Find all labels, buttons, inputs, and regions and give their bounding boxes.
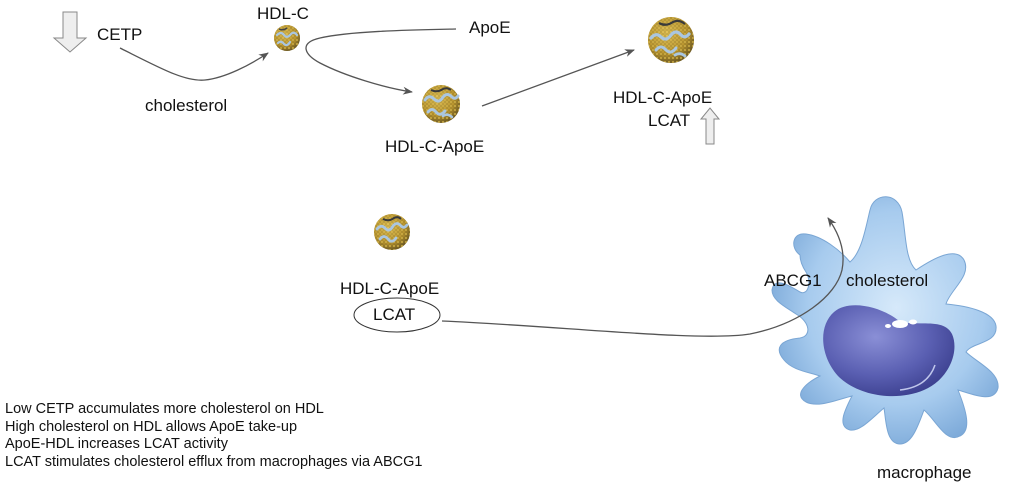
lcat-oval — [353, 297, 441, 333]
summary-notes: Low CETP accumulates more cholesterol on… — [5, 401, 422, 471]
cholesterol-transfer-arrow — [119, 47, 269, 81]
lcat-increase-arrow-icon — [699, 107, 721, 145]
lcat-oval-label: LCAT — [373, 305, 416, 324]
hdl-c-particle-icon — [274, 25, 300, 51]
macrophage-label: macrophage — [877, 463, 972, 482]
hdl-c-apoe-label-right: HDL-C-ApoE — [613, 88, 713, 107]
hdl-c-apoe-particle-lower-icon — [374, 214, 410, 250]
note-line: Low CETP accumulates more cholesterol on… — [5, 401, 324, 417]
apoe-label: ApoE — [469, 18, 511, 37]
nucleus-icon — [823, 305, 955, 397]
hdl-c-apoe-particle-right-icon — [648, 17, 694, 63]
hdl-c-label: HDL-C — [257, 4, 309, 23]
cetp-decrease-arrow-icon — [52, 11, 88, 53]
abcg1-label: ABCG1 — [764, 271, 822, 290]
note-line: High cholesterol on HDL allows ApoE take… — [5, 418, 298, 435]
note-line: ApoE-HDL increases LCAT activity — [5, 436, 228, 452]
hdl-c-apoe-particle-mid-icon — [422, 85, 460, 123]
cholesterol-cell-label: cholesterol — [846, 271, 929, 290]
cetp-label: CETP — [97, 25, 143, 44]
lcat-activation-arrow — [481, 49, 635, 107]
hdl-c-apoe-label-mid: HDL-C-ApoE — [385, 137, 485, 156]
note-line: LCAT stimulates cholesterol efflux from … — [5, 453, 423, 470]
cholesterol-efflux-arrow — [441, 217, 844, 337]
macrophage-cell-icon — [771, 196, 999, 445]
hdl-c-apoe-label-lower: HDL-C-ApoE — [340, 279, 440, 298]
lcat-label-right: LCAT — [648, 111, 691, 130]
apoe-uptake-arrow — [305, 28, 457, 95]
cholesterol-label-top: cholesterol — [145, 96, 228, 115]
